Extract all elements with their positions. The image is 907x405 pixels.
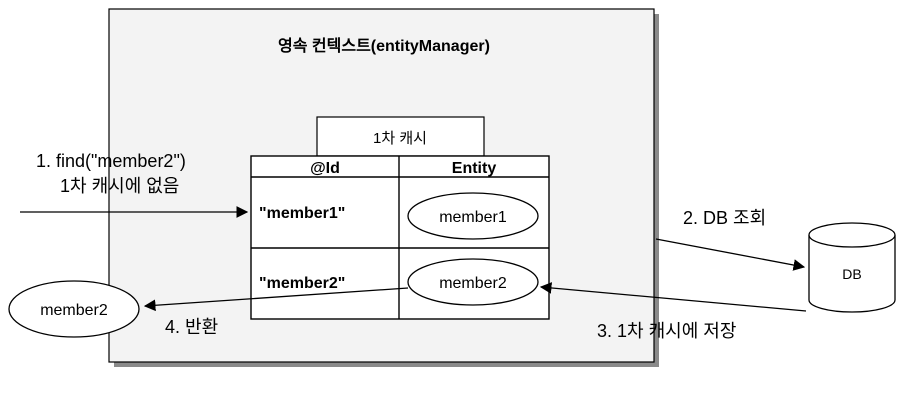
cache-label-box [316,116,485,157]
cache-label: 1차 캐시 [373,130,427,147]
header-entity: Entity [452,160,497,177]
db-label: DB [842,266,861,282]
result-entity-label: member2 [40,302,108,319]
row2-id: "member2" [259,275,345,292]
row1-entity: member1 [439,209,507,226]
step3-save-arrow [539,282,807,312]
row2-entity: member2 [439,275,507,292]
step1-find-label: 1. find("member2") [36,151,186,171]
header-id: @Id [310,160,340,177]
row1-entity-ellipse [407,192,539,240]
result-entity-ellipse [8,280,140,338]
db-cylinder-icon [808,222,896,313]
step3-save-label: 3. 1차 캐시에 저장 [597,321,736,341]
row2-entity-ellipse [407,258,539,306]
row1-id: "member1" [259,205,345,222]
step1-cache-miss-label: 1차 캐시에 없음 [60,176,179,196]
step2-db-query-arrow [655,238,806,271]
step4-return-arrow [143,287,409,312]
step2-db-query-label: 2. DB 조회 [683,208,766,228]
step4-return-label: 4. 반환 [165,317,218,337]
context-title: 영속 컨텍스트(entityManager) [278,37,490,55]
